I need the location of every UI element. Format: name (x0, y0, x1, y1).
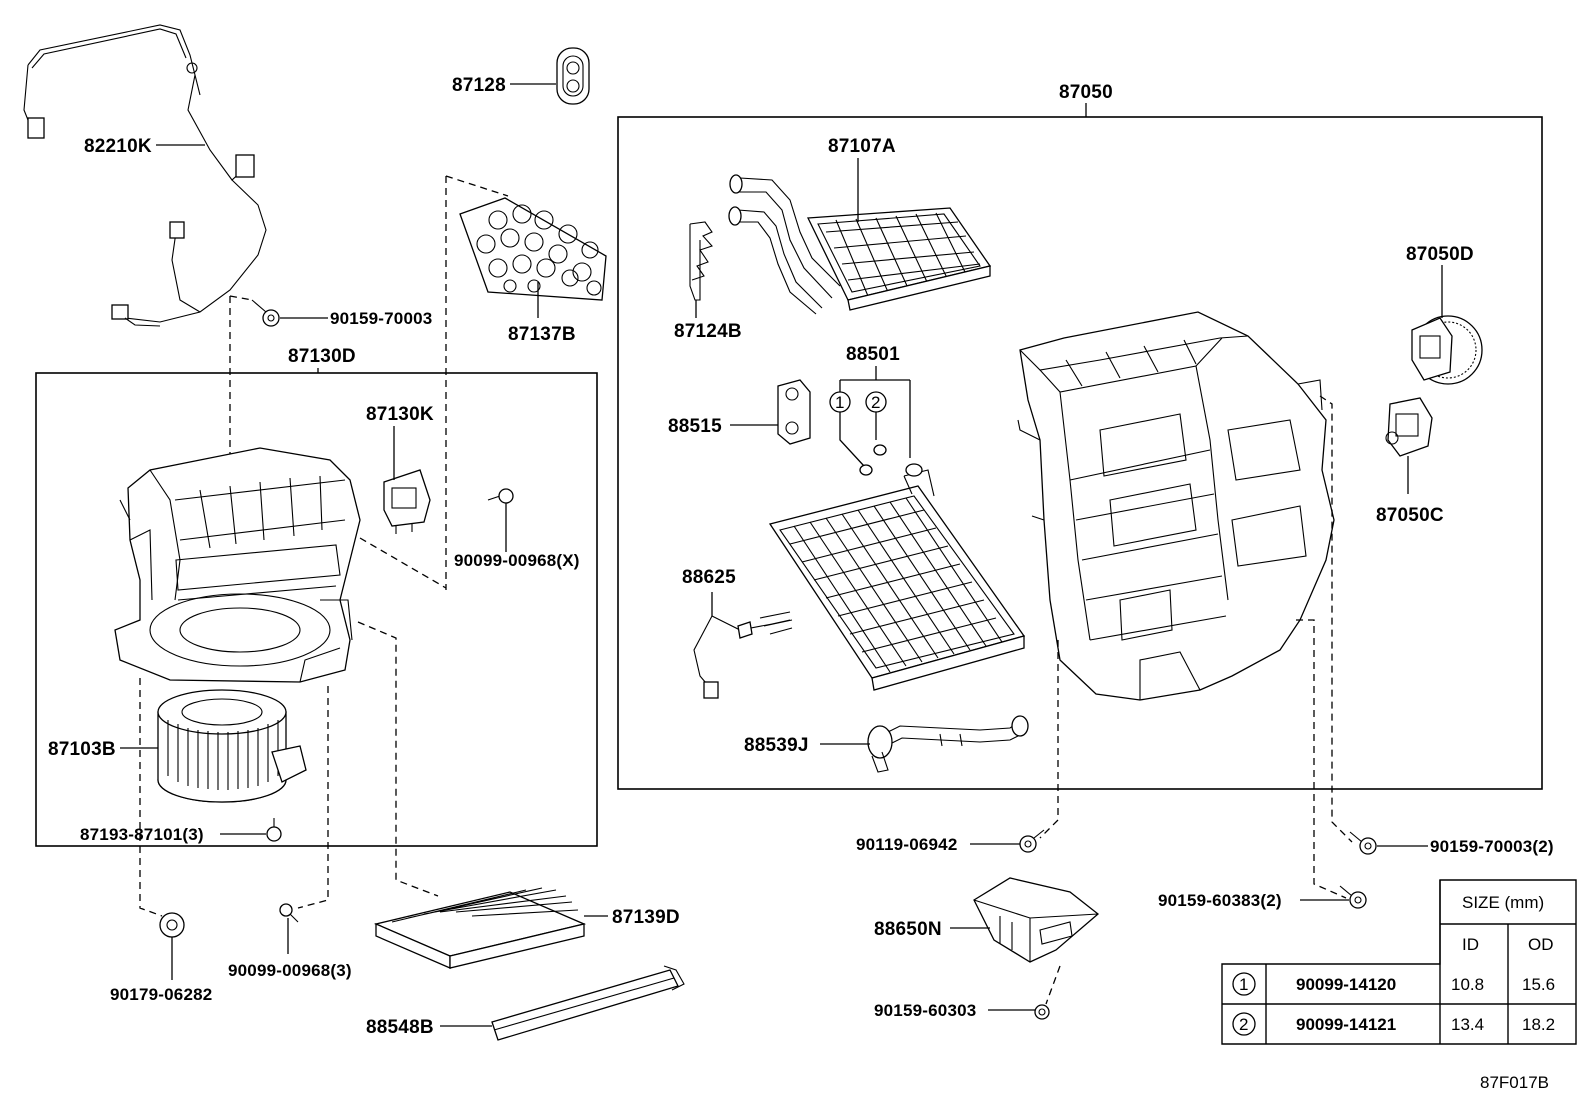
filter-87139D-drawing (373, 887, 587, 969)
label-87050: 87050 (1059, 82, 1113, 103)
evaporator-drawing (768, 463, 1026, 691)
grommet-87128-drawing (556, 47, 590, 105)
screw-90159-60303-drawing (1034, 1004, 1050, 1020)
label-87103B: 87103B (48, 739, 116, 760)
size-row-1-id: 10.8 (1451, 975, 1484, 994)
svg-text:1: 1 (835, 393, 844, 412)
size-table: SIZE (mm) ID OD 1 90099-14120 10.8 15.6 … (1221, 879, 1577, 1045)
size-row-2-od: 18.2 (1522, 1015, 1555, 1034)
servo-87050C-drawing (1385, 397, 1433, 457)
blower-motor-87103B-drawing (157, 689, 307, 803)
wire-harness-82210K-drawing (23, 24, 267, 327)
seal-88548B-drawing (491, 965, 685, 1041)
clip-90179-06282-drawing (159, 912, 185, 938)
label-87124B: 87124B (674, 321, 742, 342)
size-row-2-ref: 2 (1239, 1015, 1248, 1034)
blower-housing-drawing (114, 447, 361, 683)
hvac-housing-drawing (1017, 311, 1335, 701)
clip-87124B-drawing (689, 221, 713, 301)
size-row-1-ref: 1 (1239, 975, 1248, 994)
screw-90099-00968X-drawing (487, 488, 514, 504)
label-87107A: 87107A (828, 136, 896, 157)
size-table-col-od: OD (1528, 935, 1554, 954)
callout-2: 2 (865, 391, 887, 413)
label-90159-60303: 90159-60303 (874, 1001, 976, 1020)
label-87139D: 87139D (612, 907, 680, 928)
label-90099-00968-3: 90099-00968(3) (228, 961, 352, 980)
label-88548B: 88548B (366, 1017, 434, 1038)
label-87050D: 87050D (1406, 244, 1474, 265)
label-90099-00968X: 90099-00968(X) (454, 551, 580, 570)
screw-87193-87101-drawing (266, 818, 282, 842)
label-88515: 88515 (668, 416, 722, 437)
actuator-87130K-drawing (383, 469, 431, 534)
label-88625: 88625 (682, 567, 736, 588)
heater-core-87107A-drawing (728, 174, 992, 315)
valve-88515-drawing (777, 379, 811, 445)
label-90159-60383: 90159-60383(2) (1158, 891, 1282, 910)
label-88501: 88501 (846, 344, 900, 365)
label-87137B: 87137B (508, 324, 576, 345)
size-row-1-od: 15.6 (1522, 975, 1555, 994)
label-87130D: 87130D (288, 346, 356, 367)
o-rings-drawing (859, 444, 887, 476)
label-90179-06282: 90179-06282 (110, 985, 212, 1004)
group-box-87130D (35, 372, 598, 847)
hose-88539J-drawing (867, 715, 1029, 773)
figure-code: 87F017B (1480, 1073, 1549, 1092)
screw-90119-06942-drawing (1019, 829, 1045, 853)
ecu-88650N-drawing (973, 877, 1100, 963)
servo-87050D-drawing (1411, 315, 1483, 385)
size-row-2-id: 13.4 (1451, 1015, 1484, 1034)
label-90159-70003-2: 90159-70003(2) (1430, 837, 1554, 856)
label-82210K: 82210K (84, 136, 152, 157)
svg-text:2: 2 (871, 393, 880, 412)
sensor-88625-drawing (693, 611, 793, 699)
size-row-1-part: 90099-14120 (1296, 975, 1396, 994)
label-87193-87101: 87193-87101(3) (80, 825, 204, 844)
screw-90159-60383-drawing (1339, 885, 1367, 909)
label-88539J: 88539J (744, 735, 809, 756)
size-table-header: SIZE (mm) (1462, 893, 1544, 912)
group-box-87050 (617, 116, 1543, 790)
mesh-87137B-drawing (459, 197, 607, 301)
label-90119-06942: 90119-06942 (856, 835, 957, 854)
size-row-2-part: 90099-14121 (1296, 1015, 1396, 1034)
label-88650N: 88650N (874, 919, 942, 940)
screw-90099-00968-3-drawing (279, 903, 299, 923)
screw-90159-70003-drawing (251, 299, 280, 327)
label-87130K: 87130K (366, 404, 434, 425)
label-90159-70003: 90159-70003 (330, 309, 432, 328)
label-87050C: 87050C (1376, 505, 1444, 526)
screw-90159-70003-2-drawing (1349, 831, 1377, 855)
size-table-col-id: ID (1462, 935, 1479, 954)
callout-1: 1 (829, 391, 851, 413)
label-87128: 87128 (452, 75, 506, 96)
